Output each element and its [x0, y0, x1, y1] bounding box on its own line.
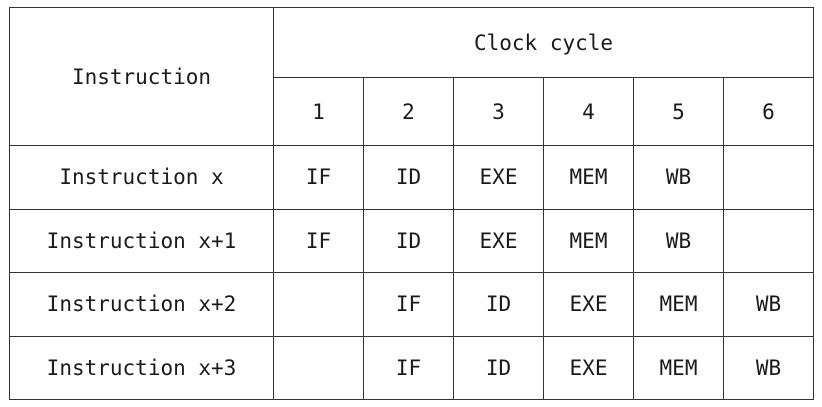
stage-cell — [722, 145, 815, 210]
header-row: Instruction Clock cycle — [9, 7, 815, 146]
stage-cell: EXE — [453, 145, 544, 210]
stage-cell: MEM — [543, 208, 634, 273]
stage-cell: IF — [273, 145, 364, 210]
pipeline-table: Instruction Clock cycle 1 2 3 4 5 6 Inst… — [9, 7, 815, 400]
cycle-number: 1 — [273, 77, 364, 146]
stage-cell — [273, 272, 364, 337]
stage-cell: ID — [453, 272, 544, 337]
stage-cell: WB — [722, 272, 815, 337]
stage-cell: MEM — [633, 335, 724, 400]
instruction-label: Instruction x — [9, 145, 274, 210]
instruction-header: Instruction — [9, 7, 274, 146]
cycle-number: 3 — [453, 77, 544, 146]
table-row: Instruction x+3 IF ID EXE MEM WB — [9, 335, 815, 400]
stage-cell: EXE — [543, 272, 634, 337]
stage-cell: ID — [363, 145, 454, 210]
stage-cell: EXE — [543, 335, 634, 400]
instruction-label: Instruction x+1 — [9, 208, 274, 273]
stage-cell: WB — [722, 335, 815, 400]
cycle-number: 2 — [363, 77, 454, 146]
clock-cycle-header: Clock cycle — [272, 7, 815, 78]
instruction-label: Instruction x+3 — [9, 335, 274, 400]
stage-cell: WB — [633, 208, 724, 273]
cycle-number: 5 — [633, 77, 724, 146]
stage-cell: ID — [363, 208, 454, 273]
cycle-number: 4 — [543, 77, 634, 146]
instruction-label: Instruction x+2 — [9, 272, 274, 337]
table-row: Instruction x+2 IF ID EXE MEM WB — [9, 272, 815, 337]
stage-cell: ID — [453, 335, 544, 400]
cycle-number-row: 1 2 3 4 5 6 — [10, 77, 815, 146]
cycle-number: 6 — [722, 77, 815, 146]
stage-cell: EXE — [453, 208, 544, 273]
table-row: Instruction x IF ID EXE MEM WB — [9, 145, 815, 210]
stage-cell — [273, 335, 364, 400]
stage-cell: IF — [363, 335, 454, 400]
stage-cell: MEM — [633, 272, 724, 337]
stage-cell: IF — [273, 208, 364, 273]
table-row: Instruction x+1 IF ID EXE MEM WB — [9, 208, 815, 273]
stage-cell — [722, 208, 815, 273]
stage-cell: MEM — [543, 145, 634, 210]
stage-cell: WB — [633, 145, 724, 210]
stage-cell: IF — [363, 272, 454, 337]
